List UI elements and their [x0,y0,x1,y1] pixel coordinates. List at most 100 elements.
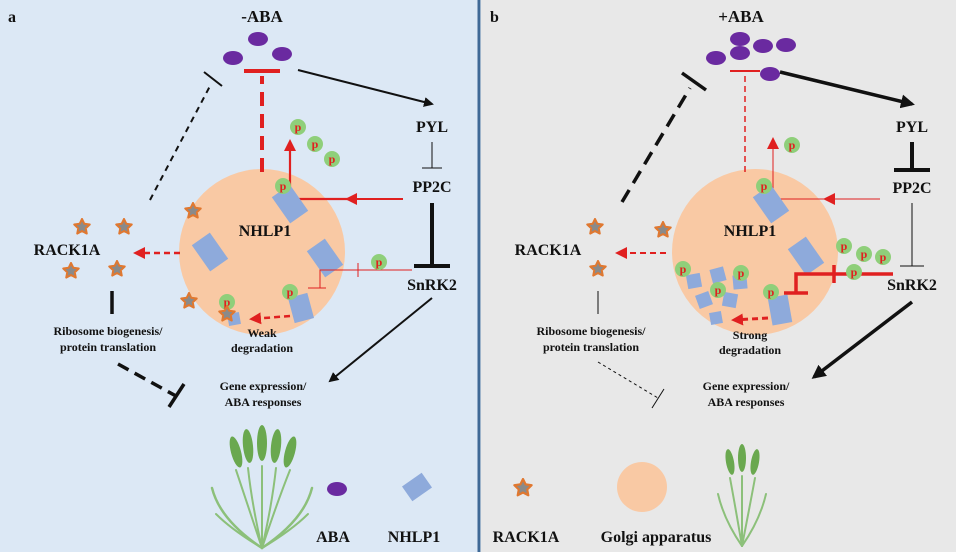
process-label-line2-a: protein translation [60,340,156,354]
legend-aba-swatch [327,482,347,496]
nhlp1-fragment [709,266,727,284]
degradation-label-line2-b: degradation [719,343,781,357]
phospho-label: p [761,179,768,193]
aba-molecule [730,46,750,60]
phospho-label: p [376,255,383,269]
phospho-label: p [738,266,745,280]
phospho-label: p [680,262,687,276]
nhlp1-protein [191,232,229,272]
process-label-line2-b: protein translation [543,340,639,354]
degradation-label-line2-a: degradation [231,341,293,355]
rack1a-label-a: RACK1A [34,242,101,259]
phospho-group [219,294,235,310]
phospho-label: p [841,239,848,253]
process-inhibits-output-bar-b [651,388,665,409]
phospho-label: p [312,137,319,151]
rack1a-inhibits-aba-bar [203,71,223,87]
output-label-line2-b: ABA responses [708,395,785,409]
nhlp1-protein [271,184,309,224]
phospho-group [846,264,862,280]
snrk2-phosphorylation-b: p p p p [784,238,893,295]
legend-rack1a-label: RACK1A [493,529,560,546]
phospho-label: p [880,250,887,264]
phospho-group [763,284,779,300]
aba-molecules-b [706,32,796,81]
phospho-group [756,178,772,194]
degradation-label-line1-b: Strong [733,328,767,342]
output-label-line1-b: Gene expression/ [703,379,790,393]
nhlp1-protein [752,184,790,224]
nhlp1-protein [306,238,344,278]
snrk2-label-a: SnRK2 [407,277,457,294]
rack1a-inhibits-aba-bar-b [680,71,708,92]
phospho-label: p [224,295,231,309]
nhlp1-proteins-b [685,184,825,326]
phospho-group [371,254,387,270]
wheat-plant-b [717,444,767,547]
aba-molecule [760,67,780,81]
legend-aba-label: ABA [316,529,350,546]
aba-molecule [753,39,773,53]
aba-molecule [776,38,796,52]
snrk2-to-output-arrow-b [811,300,914,379]
degradation-arrow-b [731,313,769,326]
pyl-label-b: PYL [896,119,928,136]
phospho-label: p [715,283,722,297]
phospho-label: p [280,179,287,193]
panel-b: b +ABA PYL PP2C SnRK2 p [481,0,956,552]
phospho-on-nhlp1-b: p p p p p [675,178,779,300]
pp2c-label-a: PP2C [412,179,451,196]
phospho-group [290,119,306,135]
degradation-arrow-a [249,312,291,325]
aba-molecule [272,47,292,61]
phospho-group [784,137,800,153]
panel-a: a -ABA PYL PP2C SnRK2 p p p [0,0,478,552]
rack1a-label-b: RACK1A [515,242,582,259]
output-label-line1-a: Gene expression/ [220,379,307,393]
phospho-group [675,261,691,277]
released-phospho-a: p p p [290,119,340,167]
panel-b-condition-label: +ABA [718,7,764,26]
nhlp1-protein [287,292,315,324]
phospho-group [307,136,323,152]
phospho-label: p [287,285,294,299]
phospho-label: p [768,285,775,299]
pyl-label-a: PYL [416,119,448,136]
aba-to-pyl-arrow-b [779,70,915,109]
process-inhibits-output-bar [167,383,186,408]
phospho-label: p [789,138,796,152]
phospho-group [733,265,749,281]
aba-molecule [706,51,726,65]
phospho-group [282,284,298,300]
panel-a-condition-label: -ABA [241,7,283,26]
aba-molecule [223,51,243,65]
legend-golgi-label: Golgi apparatus [601,529,712,546]
phospho-group [324,151,340,167]
output-label-line2-a: ABA responses [225,395,302,409]
rack1a-inhibits-aba-line-b [620,87,692,203]
panel-a-letter: a [8,9,16,26]
nhlp1-protein [787,236,825,276]
pp2c-label-b: PP2C [892,180,931,197]
nhlp1-fragment [721,291,739,309]
nhlp1-fragment [695,291,713,309]
aba-molecules-a [223,32,292,65]
process-label-line1-b: Ribosome biogenesis/ [536,324,646,338]
nhlp1-protein [767,294,793,326]
phospho-label: p [861,247,868,261]
phospho-on-nhlp1-a: p p p [219,178,298,310]
phospho-label: p [851,265,858,279]
phospho-group [856,246,872,262]
aba-molecule [730,32,750,46]
nhlp1-fragment [709,311,723,325]
nhlp1-label-a: NHLP1 [239,223,291,240]
snrk2-to-output-arrow [328,297,433,383]
wheat-plant-a [210,425,314,550]
panel-b-letter: b [490,9,499,26]
legend-nhlp1-label: NHLP1 [388,529,440,546]
aba-molecule [248,32,268,46]
nhlp1-fragment [685,272,703,290]
phospho-group [275,178,291,194]
